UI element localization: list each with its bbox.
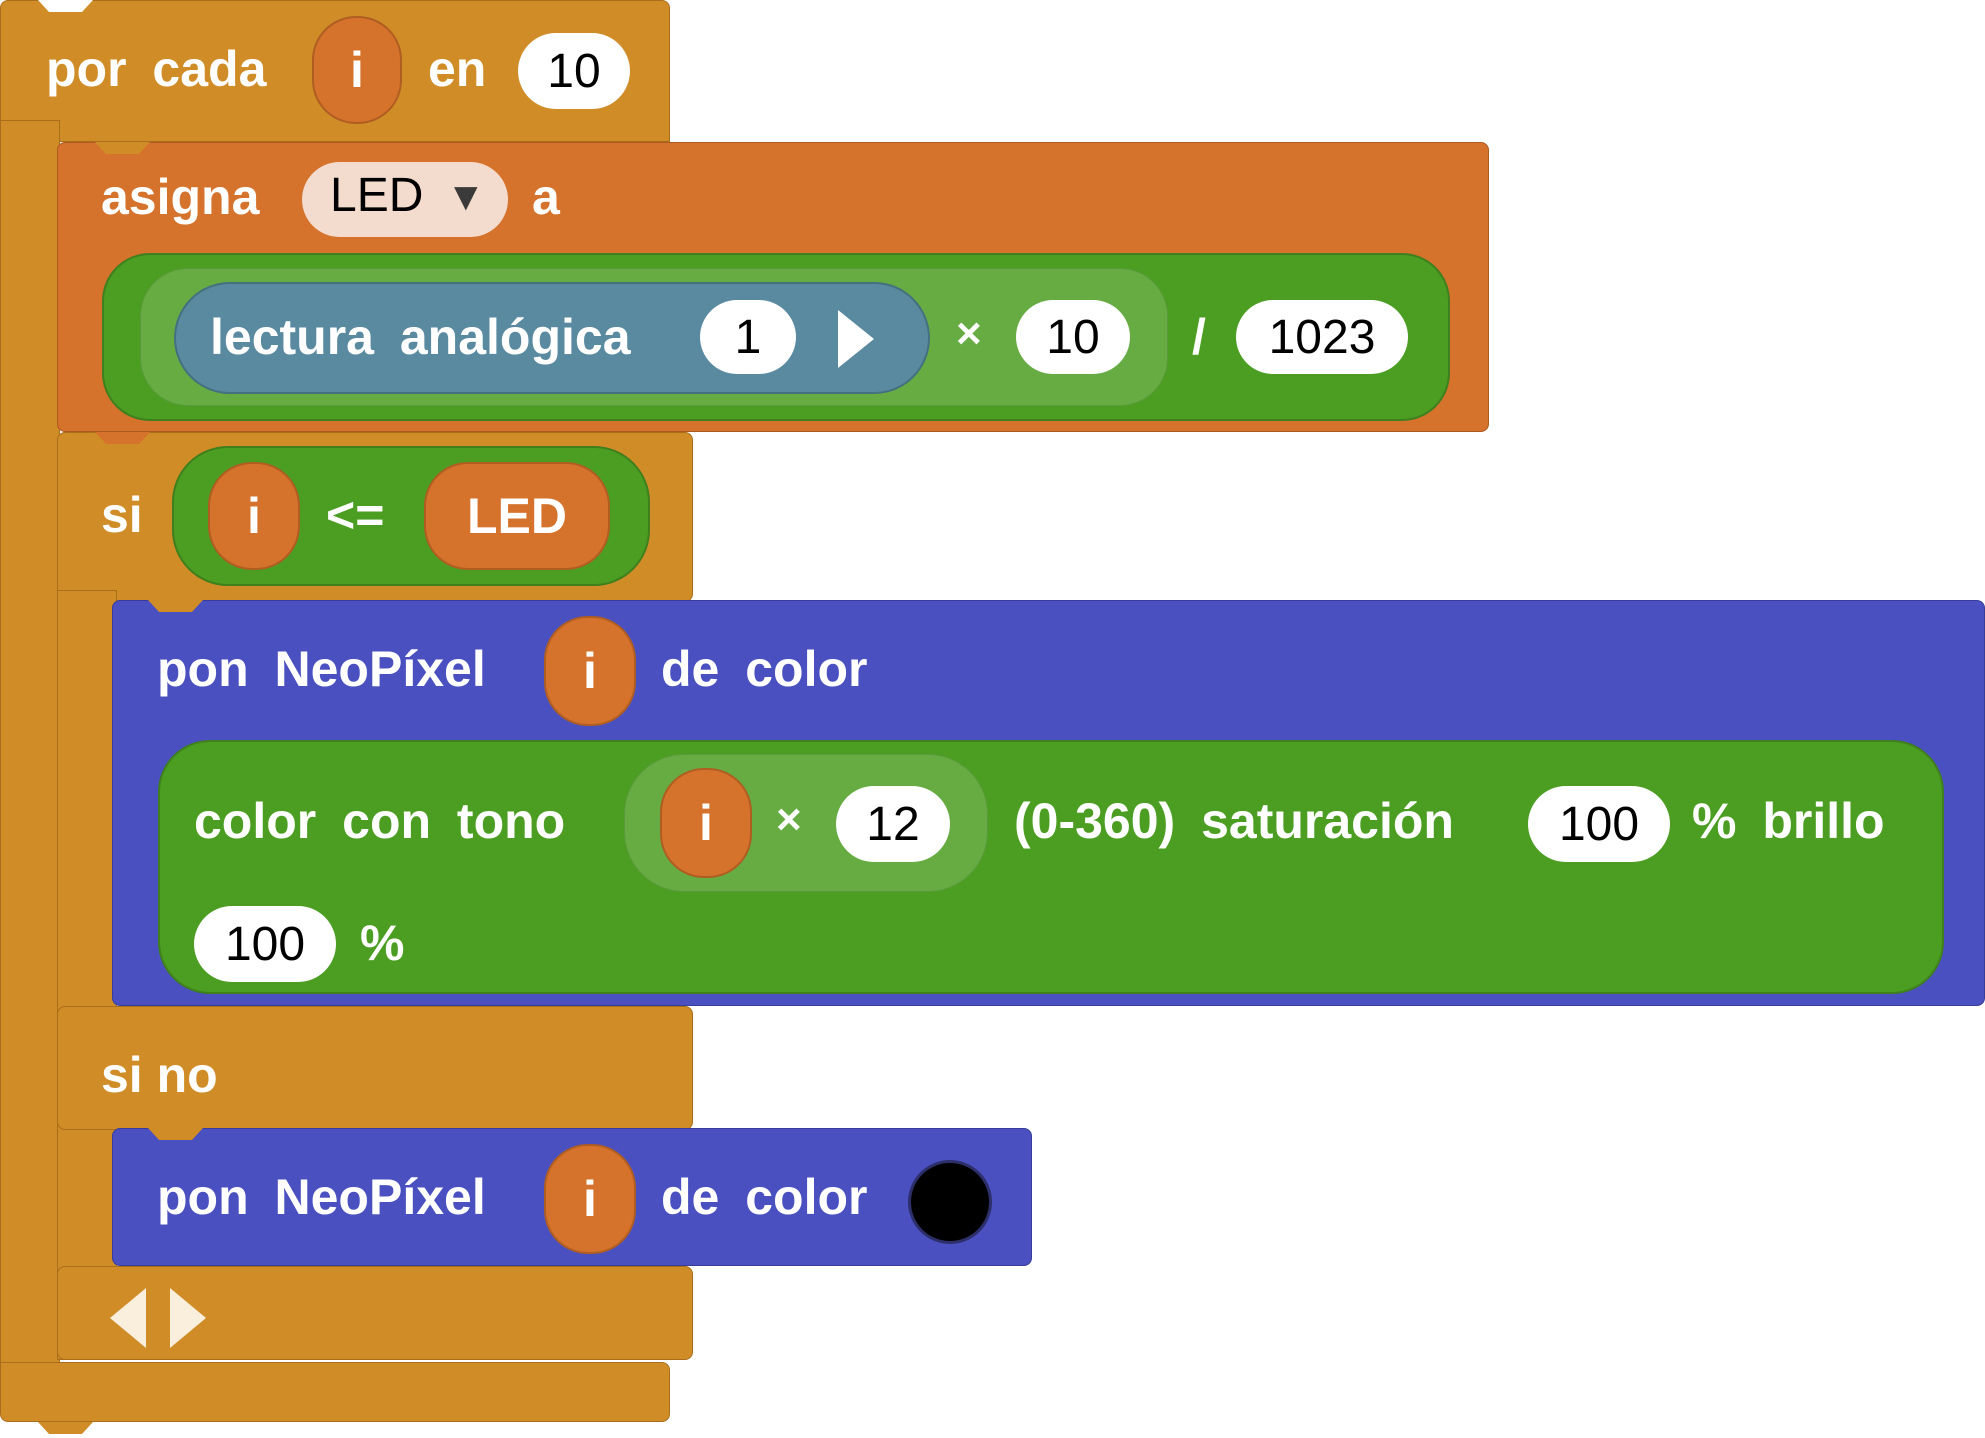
dropdown-arrow-icon: ▼ (446, 175, 486, 219)
loop-variable-pill[interactable] (312, 16, 402, 124)
analog-pin-field[interactable]: 1 (700, 300, 796, 374)
neopixel-color-notch (148, 1128, 203, 1140)
for-each-label: por cada (46, 41, 267, 97)
neopixel-hsv-notch (148, 600, 203, 612)
loop-count-field[interactable]: 10 (518, 33, 630, 109)
compare-operator: <= (326, 487, 385, 543)
brightness-field[interactable]: 100 (194, 906, 336, 982)
analog-read-block[interactable] (174, 282, 930, 394)
assign-label: asigna (101, 169, 260, 225)
neopixel2-index-var-pill[interactable] (544, 1144, 636, 1254)
neopixel-color-label: pon NeoPíxel (157, 1169, 486, 1225)
if-block-arm (57, 590, 117, 1360)
assign-variable-dropdown[interactable] (302, 162, 508, 237)
neopixel-index-var-pill[interactable] (544, 616, 636, 726)
assign-a-label: a (532, 169, 560, 225)
hue-var-text: i (699, 795, 713, 851)
hue-var-pill[interactable] (660, 768, 752, 878)
hue-factor-field[interactable]: 12 (836, 786, 950, 862)
divide-operator: / (1192, 309, 1206, 365)
assign-variable-text: LED (330, 169, 424, 222)
assign-notch (95, 142, 150, 154)
if-notch (95, 432, 150, 444)
footer-notch (38, 1422, 93, 1434)
hsv-color-block[interactable] (158, 740, 1944, 994)
compare-right-var-text: LED (467, 488, 567, 544)
if-block-footer[interactable] (57, 1266, 693, 1360)
else-header[interactable] (57, 1006, 693, 1130)
for-each-en-label: en (428, 41, 487, 97)
multiplier-field[interactable]: 10 (1016, 300, 1130, 374)
compare-left-var-pill[interactable] (208, 462, 300, 570)
saturation-field[interactable]: 100 (1528, 786, 1670, 862)
neopixel-index-var-text: i (583, 643, 597, 699)
neopixel2-index-var-text: i (583, 1171, 597, 1227)
top-notch (38, 0, 93, 12)
neopixel-de-color-label: de color (661, 641, 868, 697)
loop-variable-text: i (350, 42, 364, 98)
if-label: si (101, 487, 143, 543)
hue-range-label: (0-360) saturación (1014, 793, 1454, 849)
analog-read-label: lectura analógica (210, 309, 631, 365)
hue-times-operator: × (776, 795, 802, 844)
divisor-field[interactable]: 1023 (1236, 300, 1408, 374)
color-swatch[interactable] (908, 1160, 992, 1244)
times-operator: × (956, 309, 982, 358)
for-each-block-footer[interactable] (0, 1362, 670, 1422)
hsv-color-label: color con tono (194, 793, 566, 849)
neopixel2-de-color-label: de color (661, 1169, 868, 1225)
compare-right-var-pill[interactable] (424, 462, 610, 570)
for-each-block-arm (0, 120, 60, 1370)
else-label: si no (101, 1047, 218, 1103)
neopixel-hsv-label: pon NeoPíxel (157, 641, 486, 697)
brightness-label: % brillo (1692, 793, 1885, 849)
brightness-percent-label: % (360, 915, 405, 971)
compare-left-var-text: i (247, 488, 261, 544)
